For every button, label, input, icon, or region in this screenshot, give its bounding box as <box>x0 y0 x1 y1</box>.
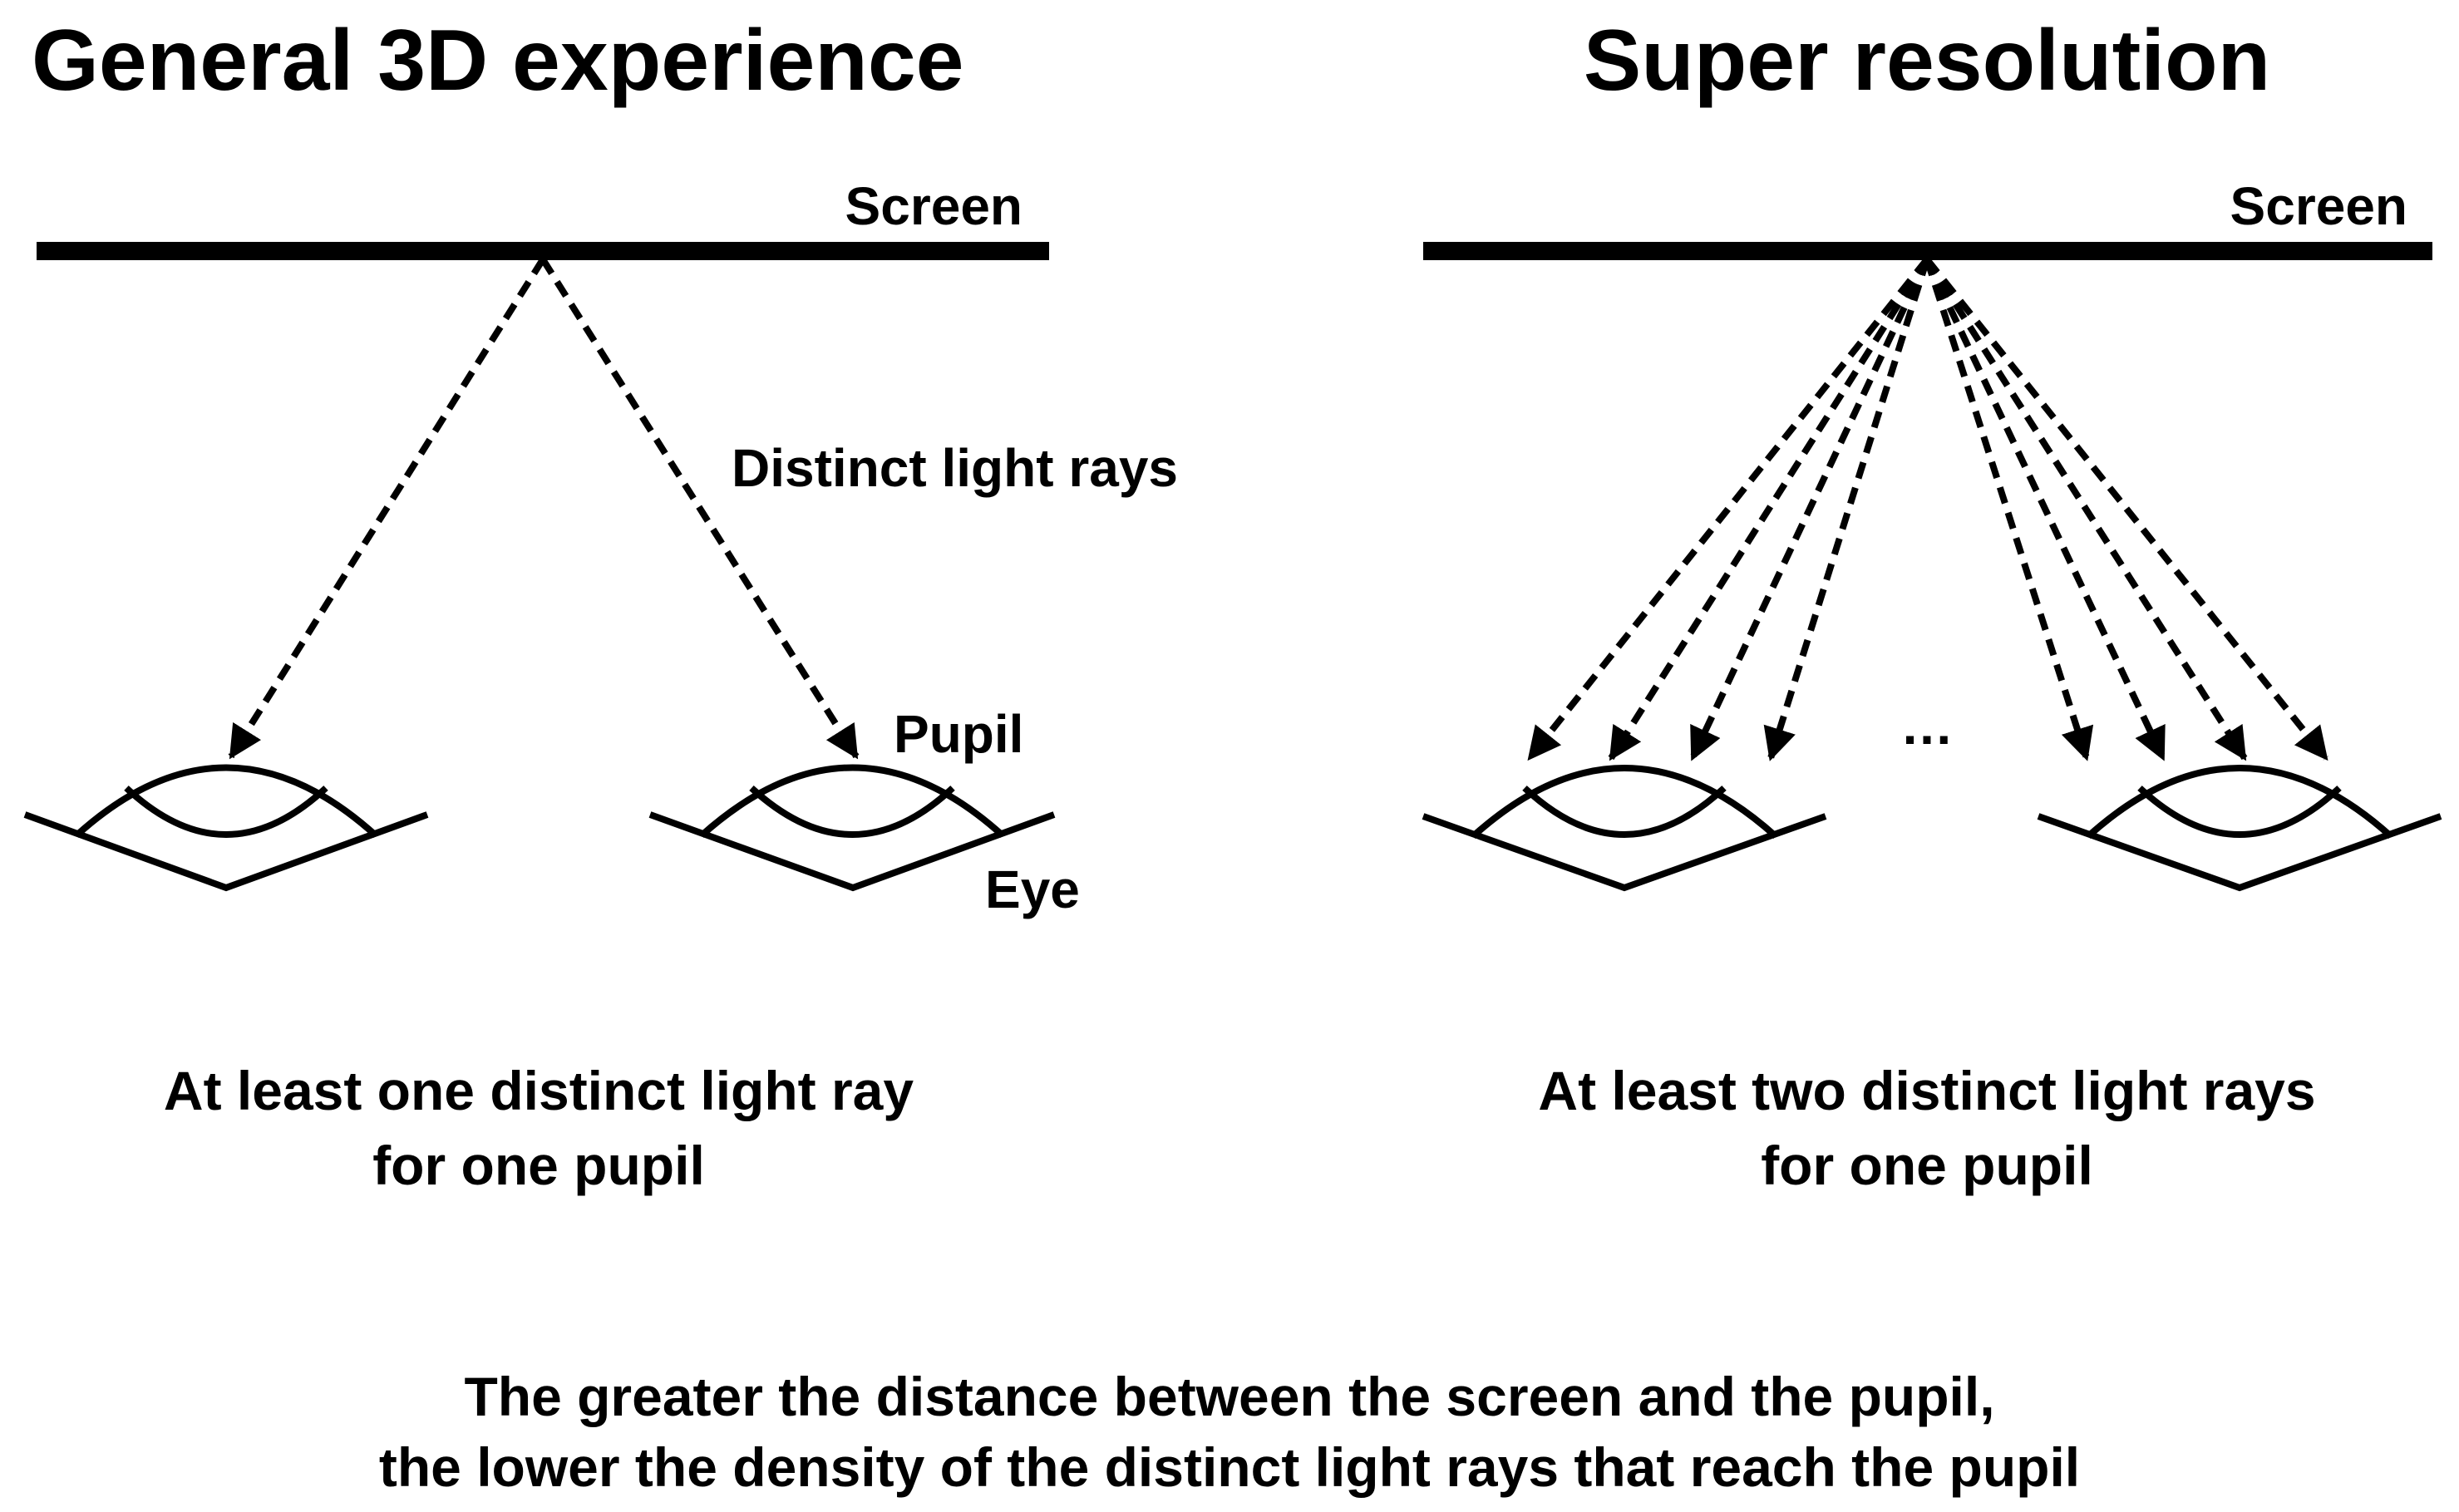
right-ray-5 <box>1924 258 2094 761</box>
right-ray-8 <box>1924 257 2329 761</box>
pupil-label: Pupil <box>894 704 1023 764</box>
left-caption-line1: At least one distinct light ray <box>164 1060 914 1121</box>
right-screen-label: Screen <box>2230 176 2407 236</box>
right-ray-2 <box>1608 257 1930 761</box>
pupil <box>124 786 328 838</box>
right-eye-1 <box>1422 765 1827 892</box>
right-caption-line2: for one pupil <box>1761 1135 2093 1196</box>
eye-upper-lid <box>2086 765 2393 839</box>
left-panel: General 3D experience Screen Distinct li… <box>23 12 1178 1196</box>
eye-upper-lid <box>699 764 1005 838</box>
right-ray-7 <box>1924 257 2248 761</box>
right-ray-4 <box>1763 258 1930 761</box>
eye-outline <box>23 811 429 892</box>
right-eye-2 <box>2037 765 2442 892</box>
eye-upper-lid <box>1471 765 1778 839</box>
eye-outline <box>2037 813 2442 892</box>
pupil <box>749 786 955 838</box>
left-eye-1 <box>23 764 429 892</box>
left-screen-label: Screen <box>845 176 1023 236</box>
eye-outline <box>648 811 1056 892</box>
pupil <box>1522 786 1727 838</box>
right-title: Super resolution <box>1584 12 2270 109</box>
pupil <box>2137 786 2342 838</box>
right-ray-6 <box>1924 258 2166 761</box>
footer: The greater the distance between the scr… <box>379 1366 2080 1498</box>
eye-label: Eye <box>985 859 1080 919</box>
left-ray-to-right-eye <box>540 257 860 760</box>
footer-line2: the lower the density of the distinct li… <box>379 1436 2080 1498</box>
eye-upper-lid <box>74 764 378 838</box>
footer-line1: The greater the distance between the scr… <box>464 1366 1994 1427</box>
ellipsis: … <box>1900 696 1954 756</box>
left-ray-to-left-eye <box>228 257 546 760</box>
eye-outline <box>1422 813 1827 892</box>
right-ray-3 <box>1689 258 1930 761</box>
right-panel: Super resolution Screen … At least two d… <box>1422 12 2442 1196</box>
left-title: General 3D experience <box>32 12 964 109</box>
left-eye-2 <box>648 764 1056 892</box>
rays-label: Distinct light rays <box>732 438 1178 498</box>
right-caption-line1: At least two distinct light rays <box>1538 1060 2315 1121</box>
left-caption-line2: for one pupil <box>372 1135 705 1196</box>
